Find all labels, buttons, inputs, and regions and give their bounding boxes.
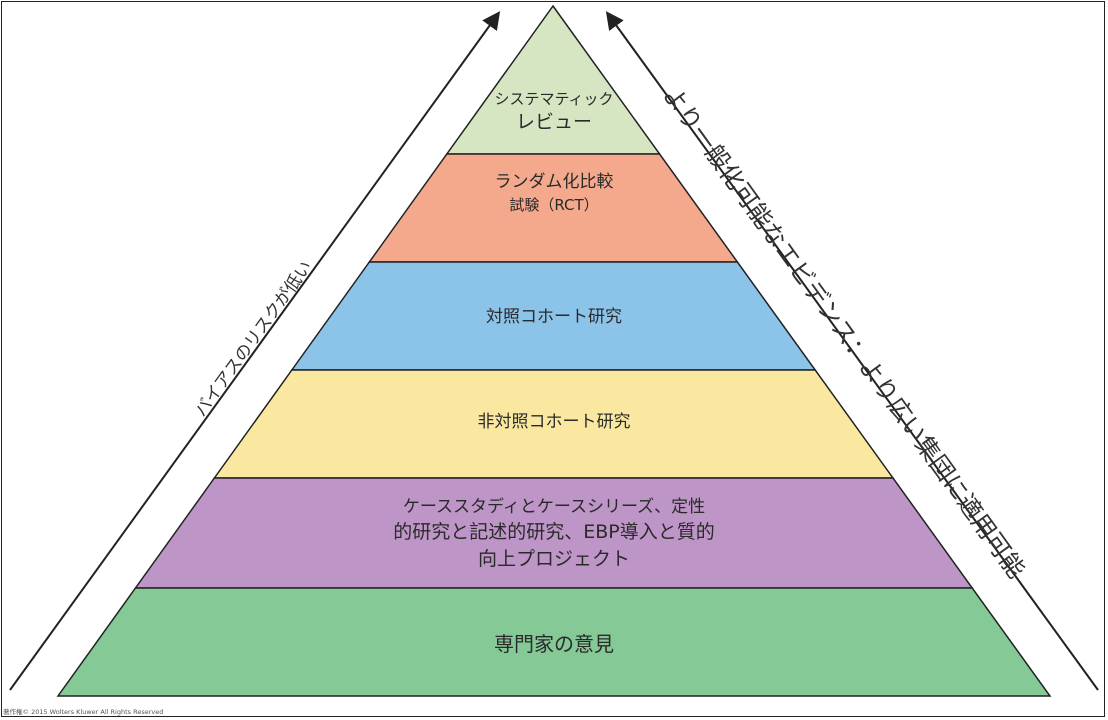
layer-expert-opinion: 専門家の意見 bbox=[0, 632, 1108, 657]
layer-case-studies-line3: 向上プロジェクト bbox=[477, 548, 630, 570]
layer-uncontrolled-cohort: 非対照コホート研究 bbox=[0, 412, 1108, 433]
layer-rct-line1: ランダム化比較 bbox=[494, 172, 614, 192]
layer-controlled-cohort-line1: 対照コホート研究 bbox=[486, 307, 622, 327]
layer-rct: ランダム化比較 試験（RCT） bbox=[0, 172, 1108, 215]
left-arrow-line bbox=[9, 11, 501, 691]
pyramid-layer-expert-opinion bbox=[56, 587, 1052, 697]
layer-uncontrolled-cohort-line1: 非対照コホート研究 bbox=[477, 412, 631, 432]
layer-case-studies: ケーススタディとケースシリーズ、定性 的研究と記述的研究、EBP導入と質的 向上… bbox=[0, 497, 1108, 572]
layer-case-studies-line2: 的研究と記述的研究、EBP導入と質的 bbox=[393, 521, 715, 544]
layer-case-studies-line1: ケーススタディとケースシリーズ、定性 bbox=[402, 497, 706, 517]
layer-rct-line2: 試験（RCT） bbox=[509, 196, 599, 215]
copyright-text: 著作権© 2015 Wolters Kluwer All Rights Rese… bbox=[3, 708, 164, 716]
layer-systematic-review-line1: システマティック bbox=[494, 90, 614, 108]
layer-systematic-review-line2: レビュー bbox=[515, 110, 592, 133]
layer-expert-opinion-line1: 専門家の意見 bbox=[494, 632, 614, 656]
layer-systematic-review: システマティック レビュー bbox=[0, 90, 1108, 135]
right-arrow-line bbox=[605, 11, 1099, 691]
layer-controlled-cohort: 対照コホート研究 bbox=[0, 307, 1108, 328]
